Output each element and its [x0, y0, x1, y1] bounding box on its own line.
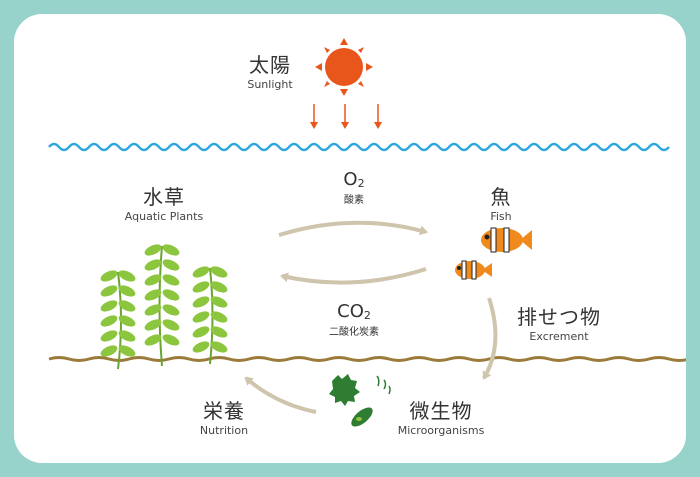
plant-leaf-pair [142, 317, 182, 333]
plant-leaf-pair [98, 328, 138, 344]
co2-arrow [280, 267, 427, 285]
plant-leaf-pair [98, 343, 138, 359]
plants-label-jp: 水草 [143, 185, 185, 209]
plant-leaf-pair [190, 279, 230, 295]
diagram-art [48, 38, 686, 427]
plant-leaf-pair [142, 332, 182, 348]
plant-leaf-pair [98, 298, 138, 314]
plant-leaf-pair [98, 283, 138, 299]
nutrition-arrow [244, 376, 317, 414]
diagram-frame: 太陽 Sunlight 水草 Aquatic Plants 魚 Fish 排せつ… [14, 14, 686, 463]
oxygen-label-jp: 酸素 [344, 195, 364, 206]
sunlight-label-en: Sunlight [247, 78, 293, 91]
excrement-arrow [482, 297, 498, 380]
fish-label-jp: 魚 [490, 185, 512, 209]
co2-label: CO2 二酸化炭素 [314, 302, 394, 339]
microbes-label-jp: 微生物 [409, 399, 473, 423]
fish-label-en: Fish [490, 210, 512, 223]
plant-leaf-pair [142, 287, 182, 303]
plant-leaf-pair [142, 272, 182, 288]
plant-leaf-pair [190, 339, 230, 355]
co2-formula: CO2 [337, 301, 371, 323]
plant-leaf-pair [190, 294, 230, 310]
excrement-label-en: Excrement [529, 330, 589, 343]
nutrition-label: 栄養 Nutrition [192, 400, 256, 438]
nutrition-label-jp: 栄養 [203, 399, 245, 423]
sun-icon [315, 38, 373, 96]
plants-label: 水草 Aquatic Plants [114, 186, 214, 224]
microbes-label-en: Microorganisms [397, 424, 485, 437]
fish-label: 魚 Fish [476, 186, 526, 224]
microbes-label: 微生物 Microorganisms [386, 400, 496, 438]
plant-leaf-pair [190, 309, 230, 325]
excrement-label: 排せつ物 Excrement [504, 306, 614, 344]
water-surface [48, 142, 670, 152]
sunlight-label: 太陽 Sunlight [240, 54, 300, 92]
plant-leaf-pair [98, 313, 138, 329]
excrement-label-jp: 排せつ物 [517, 305, 601, 329]
ground-line [48, 356, 686, 362]
plant-leaf-pair [190, 324, 230, 340]
sunlight-label-jp: 太陽 [249, 53, 291, 77]
oxygen-label: O2 酸素 [324, 170, 384, 207]
aquatic-plants-icon [98, 242, 230, 370]
co2-label-jp: 二酸化炭素 [329, 327, 379, 338]
oxygen-arrow [278, 220, 428, 237]
sunlight-arrows [310, 104, 382, 129]
plant-leaf-pair [142, 302, 182, 318]
microorganisms-icon [329, 374, 391, 427]
oxygen-formula: O2 [343, 169, 365, 191]
plants-label-en: Aquatic Plants [124, 210, 204, 223]
fish-icon [455, 227, 532, 280]
nutrition-label-en: Nutrition [199, 424, 249, 437]
